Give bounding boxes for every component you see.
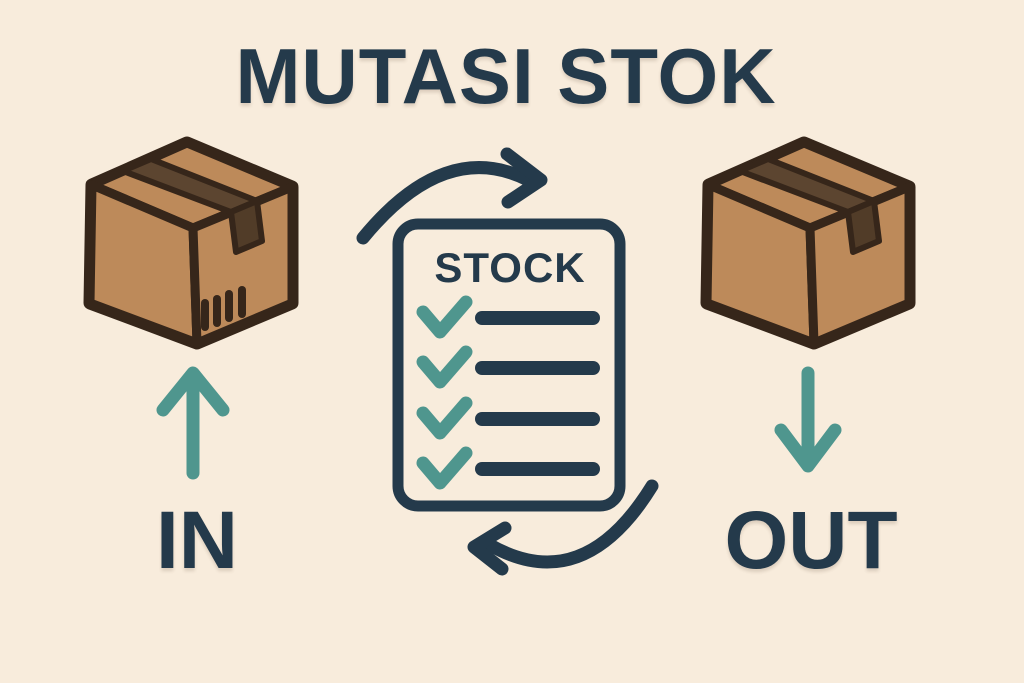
stock-document-icon: STOCK bbox=[392, 218, 626, 512]
document-title: STOCK bbox=[434, 244, 585, 291]
checkmark-icon bbox=[416, 446, 473, 490]
checklist-row bbox=[416, 295, 600, 339]
checkmark-icon bbox=[416, 396, 473, 440]
outbound-box-icon bbox=[707, 143, 909, 343]
in-label: IN bbox=[156, 495, 238, 586]
barcode-lines bbox=[201, 286, 246, 331]
up-arrow-icon bbox=[156, 366, 230, 480]
page-title: MUTASI STOK bbox=[235, 32, 777, 120]
checkmark-icon bbox=[416, 345, 473, 389]
curved-arrow-left-icon bbox=[467, 479, 659, 576]
inbound-box-icon bbox=[90, 143, 292, 343]
curved-arrow-right-icon bbox=[356, 147, 548, 245]
checklist-row bbox=[416, 345, 600, 389]
out-label: OUT bbox=[724, 495, 898, 586]
checklist-row bbox=[416, 446, 600, 490]
checklist-row bbox=[416, 396, 600, 440]
down-arrow-icon bbox=[774, 366, 842, 473]
checkmark-icon bbox=[416, 295, 473, 339]
